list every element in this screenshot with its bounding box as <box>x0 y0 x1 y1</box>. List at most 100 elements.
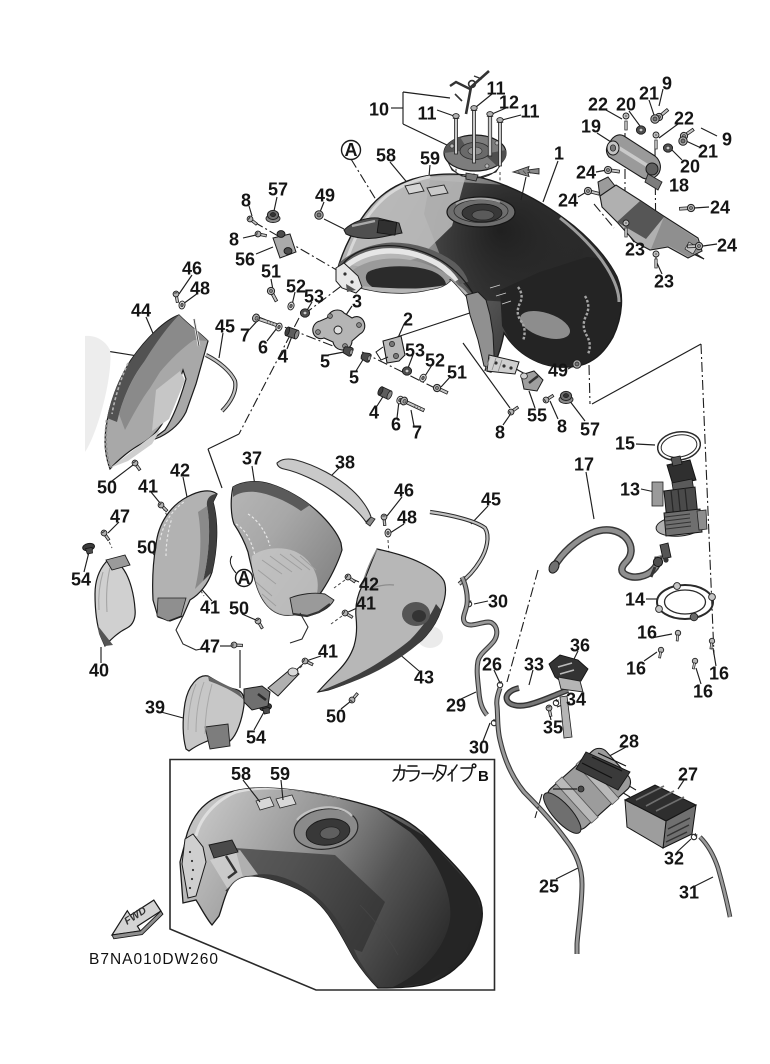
svg-text:12: 12 <box>499 93 519 113</box>
svg-text:23: 23 <box>654 272 674 292</box>
svg-text:49: 49 <box>548 361 568 381</box>
svg-text:30: 30 <box>469 738 489 758</box>
svg-text:A: A <box>345 140 358 160</box>
svg-text:B: B <box>478 768 489 785</box>
svg-text:22: 22 <box>588 95 608 115</box>
svg-text:57: 57 <box>268 180 288 200</box>
svg-text:19: 19 <box>581 117 601 137</box>
svg-text:24: 24 <box>717 236 737 256</box>
svg-text:56: 56 <box>235 250 255 270</box>
svg-text:54: 54 <box>71 570 91 590</box>
svg-text:20: 20 <box>680 157 700 177</box>
svg-text:16: 16 <box>709 664 729 684</box>
svg-text:24: 24 <box>576 163 596 183</box>
svg-text:52: 52 <box>286 277 306 297</box>
svg-text:41: 41 <box>138 477 158 497</box>
svg-text:59: 59 <box>420 149 440 169</box>
svg-text:48: 48 <box>190 279 210 299</box>
svg-text:38: 38 <box>335 453 355 473</box>
svg-text:B7NA010DW260: B7NA010DW260 <box>89 951 219 968</box>
svg-text:36: 36 <box>570 636 590 656</box>
svg-text:16: 16 <box>626 659 646 679</box>
svg-text:8: 8 <box>557 417 567 437</box>
svg-text:22: 22 <box>674 109 694 129</box>
svg-text:23: 23 <box>625 240 645 260</box>
svg-text:31: 31 <box>679 883 699 903</box>
svg-text:10: 10 <box>369 100 389 120</box>
svg-text:8: 8 <box>241 191 251 211</box>
svg-text:30: 30 <box>488 592 508 612</box>
svg-text:29: 29 <box>446 696 466 716</box>
svg-text:24: 24 <box>558 191 578 211</box>
svg-text:25: 25 <box>539 877 559 897</box>
svg-text:28: 28 <box>619 732 639 752</box>
svg-text:6: 6 <box>391 415 401 435</box>
svg-text:21: 21 <box>639 84 659 104</box>
svg-text:35: 35 <box>543 718 563 738</box>
svg-text:9: 9 <box>722 130 732 150</box>
svg-text:1: 1 <box>554 144 564 164</box>
svg-text:11: 11 <box>417 104 436 124</box>
svg-text:45: 45 <box>215 317 235 337</box>
svg-text:7: 7 <box>240 326 250 346</box>
svg-text:34: 34 <box>566 690 586 710</box>
svg-text:5: 5 <box>349 368 359 388</box>
svg-text:6: 6 <box>258 338 268 358</box>
svg-text:51: 51 <box>261 262 281 282</box>
svg-text:50: 50 <box>229 599 249 619</box>
svg-text:20: 20 <box>616 95 636 115</box>
svg-text:9: 9 <box>662 74 672 94</box>
svg-text:47: 47 <box>110 507 130 527</box>
svg-text:52: 52 <box>425 351 445 371</box>
svg-text:45: 45 <box>481 490 501 510</box>
svg-text:3: 3 <box>352 292 362 312</box>
svg-text:46: 46 <box>394 481 414 501</box>
svg-text:18: 18 <box>669 176 689 196</box>
svg-text:A: A <box>238 568 251 588</box>
svg-text:14: 14 <box>625 590 645 610</box>
svg-text:50: 50 <box>97 478 117 498</box>
svg-text:50: 50 <box>137 538 157 558</box>
svg-text:26: 26 <box>482 655 502 675</box>
svg-text:27: 27 <box>678 765 698 785</box>
svg-text:15: 15 <box>615 434 635 454</box>
svg-text:5: 5 <box>320 352 330 372</box>
svg-text:58: 58 <box>231 764 251 784</box>
svg-text:48: 48 <box>397 508 417 528</box>
svg-text:42: 42 <box>359 575 379 595</box>
svg-text:44: 44 <box>131 301 151 321</box>
svg-text:53: 53 <box>405 341 425 361</box>
svg-text:33: 33 <box>524 655 544 675</box>
svg-text:37: 37 <box>242 449 262 469</box>
svg-text:40: 40 <box>89 661 109 681</box>
svg-text:8: 8 <box>229 230 239 250</box>
svg-text:4: 4 <box>369 403 379 423</box>
svg-text:49: 49 <box>315 186 335 206</box>
svg-text:17: 17 <box>574 455 594 475</box>
svg-text:51: 51 <box>447 363 467 383</box>
svg-text:53: 53 <box>304 287 324 307</box>
svg-text:41: 41 <box>356 594 376 614</box>
svg-text:58: 58 <box>376 146 396 166</box>
svg-text:16: 16 <box>693 682 713 702</box>
svg-text:21: 21 <box>698 142 718 162</box>
svg-text:43: 43 <box>414 668 434 688</box>
svg-text:46: 46 <box>182 259 202 279</box>
svg-text:13: 13 <box>620 480 640 500</box>
svg-text:11: 11 <box>520 102 539 122</box>
svg-text:11: 11 <box>486 79 505 99</box>
svg-text:7: 7 <box>412 423 422 443</box>
svg-text:50: 50 <box>326 707 346 727</box>
svg-text:57: 57 <box>580 420 600 440</box>
svg-text:39: 39 <box>145 698 165 718</box>
svg-text:41: 41 <box>200 598 220 618</box>
svg-text:59: 59 <box>270 764 290 784</box>
svg-text:8: 8 <box>495 423 505 443</box>
svg-text:4: 4 <box>278 347 288 367</box>
svg-text:54: 54 <box>246 728 266 748</box>
svg-text:32: 32 <box>664 849 684 869</box>
svg-text:55: 55 <box>527 406 547 426</box>
svg-text:47: 47 <box>200 637 220 657</box>
svg-text:16: 16 <box>637 623 657 643</box>
svg-text:2: 2 <box>403 310 413 330</box>
